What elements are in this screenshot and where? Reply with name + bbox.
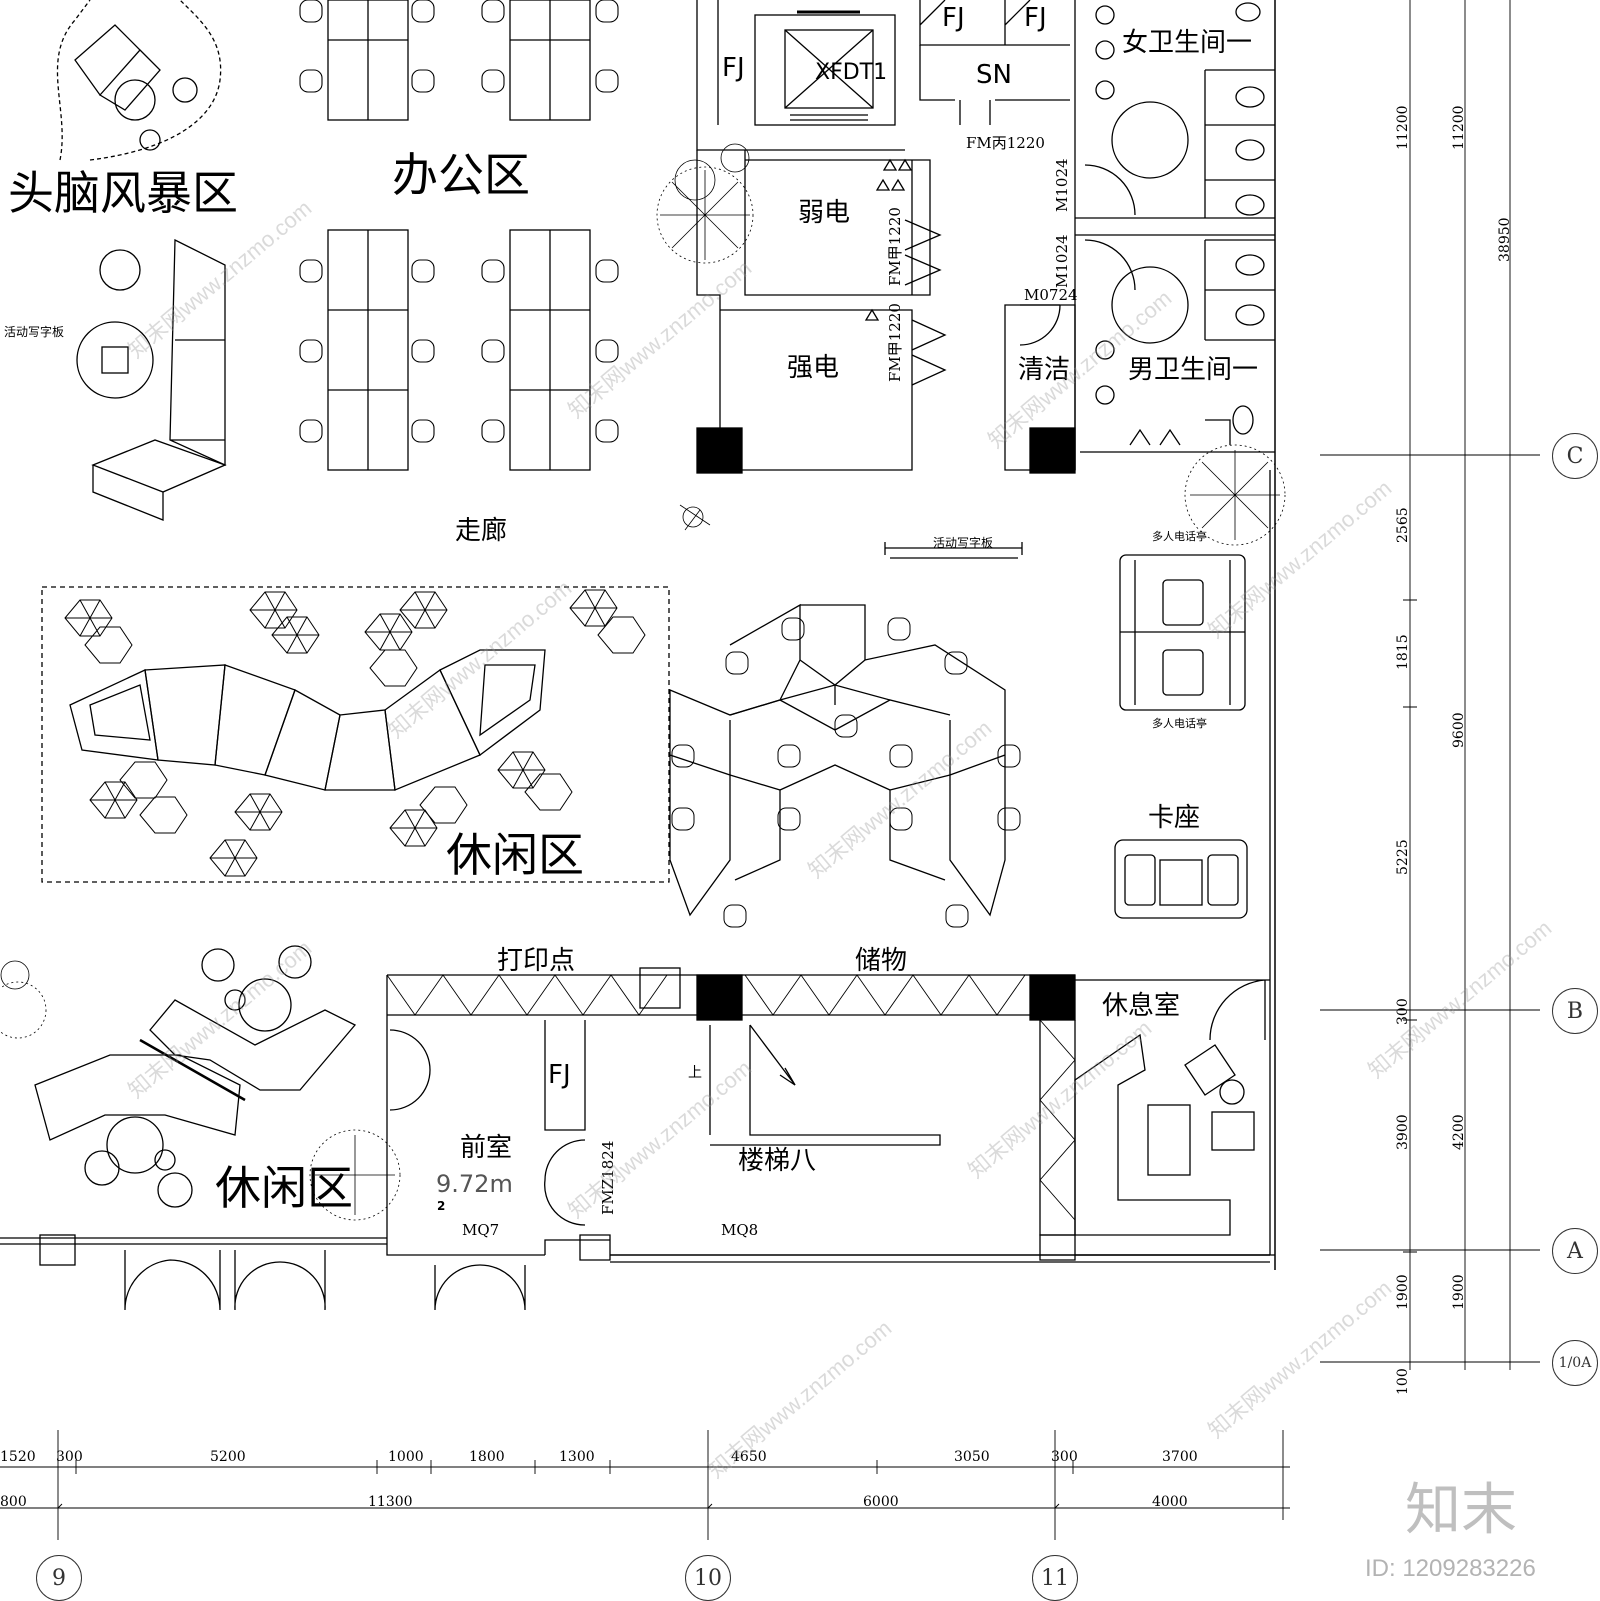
dimension-text: 4200: [1451, 1114, 1467, 1150]
dimension-text: 4650: [731, 1449, 767, 1465]
dimension-text: 11200: [1451, 105, 1467, 150]
door-mq8: MQ8: [721, 1221, 759, 1239]
dimension-text: 1300: [559, 1449, 595, 1465]
dimension-text: 1900: [1395, 1274, 1411, 1310]
stair-up-label: 上: [688, 1065, 702, 1081]
axis-marker-A: A: [1552, 1228, 1598, 1274]
dimension-text: 3900: [1395, 1114, 1411, 1150]
door-m0724: M0724: [1024, 286, 1078, 304]
watermark-id: ID: 1209283226: [1365, 1555, 1536, 1582]
room-label-office: 办公区: [392, 148, 530, 202]
dimension-text: 1520: [0, 1449, 36, 1465]
room-label-stair: 楼梯八: [738, 1146, 817, 1176]
dimension-text: 3050: [954, 1449, 990, 1465]
dimension-text: 38950: [1497, 217, 1513, 262]
phone-booth-label-2: 多人电话亭: [1152, 717, 1207, 730]
room-label-storage: 储物: [855, 946, 908, 976]
room-label-cleaning: 清洁: [1018, 355, 1071, 385]
dimension-text: 300: [1051, 1449, 1078, 1465]
room-label-weak-power: 弱电: [798, 198, 851, 228]
anteroom-index: 2: [437, 1199, 446, 1213]
room-label-anteroom: 前室: [460, 1133, 513, 1163]
axis-marker-1-0A: 1/0A: [1552, 1340, 1598, 1386]
axis-marker-C: C: [1552, 433, 1598, 479]
dimension-text: 11200: [1395, 105, 1411, 150]
dimension-text: 800: [0, 1494, 27, 1510]
room-label-strong-power: 强电: [787, 353, 840, 383]
dimension-text: 9600: [1451, 712, 1467, 748]
room-label-leisure-2: 休闲区: [215, 1161, 353, 1215]
watermark-logo: 知末: [1405, 1478, 1517, 1541]
dimension-text: 2565: [1395, 507, 1411, 543]
axis-marker-B: B: [1552, 988, 1598, 1034]
dimension-text: 1900: [1451, 1274, 1467, 1310]
dimension-text: 5225: [1395, 839, 1411, 875]
dimension-text: 5200: [210, 1449, 246, 1465]
room-label-women-wc: 女卫生间一: [1122, 28, 1253, 58]
phone-booth-label-1: 多人电话亭: [1152, 530, 1207, 543]
door-fm-jia-1: FM甲1220: [886, 207, 904, 286]
fj-label-3: FJ: [1024, 3, 1047, 33]
fj-label-1: FJ: [722, 53, 745, 83]
elevator-label: XFDT1: [815, 60, 888, 85]
dimension-text: 100: [1395, 1368, 1411, 1395]
room-label-corridor: 走廊: [455, 516, 508, 546]
door-m1024-1: M1024: [1053, 158, 1071, 212]
axis-marker-11: 11: [1032, 1555, 1078, 1601]
dimension-text: 11300: [368, 1494, 413, 1510]
dimension-text: 6000: [863, 1494, 899, 1510]
door-mq7: MQ7: [462, 1221, 500, 1239]
dimension-text: 4000: [1152, 1494, 1188, 1510]
room-label-lounge: 休息室: [1102, 991, 1181, 1021]
room-label-men-wc: 男卫生间一: [1128, 355, 1259, 385]
dimension-text: 300: [56, 1449, 83, 1465]
fj-label-4: FJ: [548, 1060, 571, 1090]
whiteboard-label-1: 活动写字板: [4, 325, 65, 339]
dimension-text: 1800: [469, 1449, 505, 1465]
room-label-print: 打印点: [497, 946, 576, 976]
room-label-booth: 卡座: [1148, 803, 1201, 833]
dimension-text: 3700: [1162, 1449, 1198, 1465]
sn-label: SN: [976, 60, 1012, 90]
axis-marker-10: 10: [685, 1555, 731, 1601]
dimension-text: 1000: [388, 1449, 424, 1465]
room-label-leisure-1: 休闲区: [446, 828, 584, 882]
fj-label-2: FJ: [942, 3, 965, 33]
door-fm-jia-2: FM甲1220: [886, 303, 904, 382]
door-m1024-2: M1024: [1053, 234, 1071, 288]
dimension-text: 1815: [1395, 634, 1411, 670]
axis-marker-9: 9: [36, 1555, 82, 1601]
room-label-brainstorm: 头脑风暴区: [8, 166, 238, 220]
whiteboard-label-2: 活动写字板: [933, 536, 994, 550]
door-fm-bing: FM丙1220: [966, 134, 1045, 152]
anteroom-area: 9.72m: [436, 1170, 513, 1198]
